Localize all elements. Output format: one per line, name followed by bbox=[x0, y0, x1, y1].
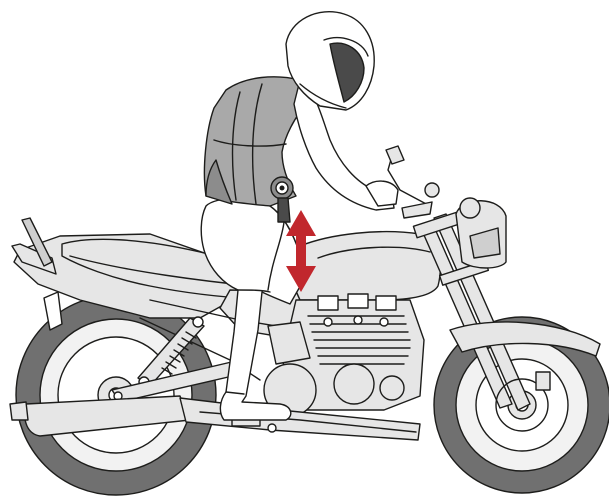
fuel-tank bbox=[293, 232, 441, 300]
